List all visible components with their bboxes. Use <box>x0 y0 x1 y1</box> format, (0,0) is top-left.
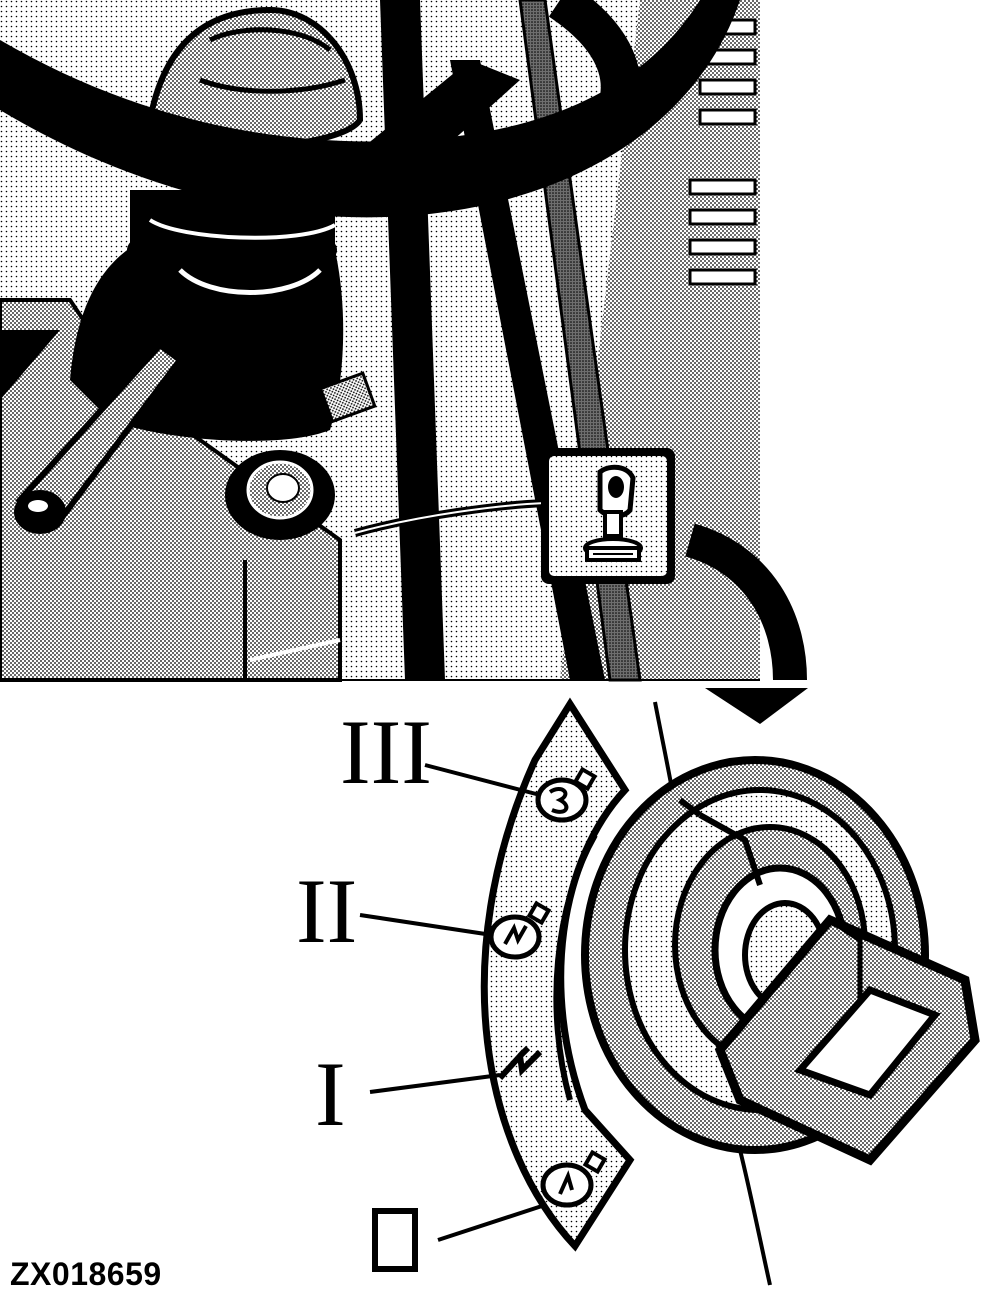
figure-id: ZX018659 <box>10 1256 162 1292</box>
position-label-iii: III <box>340 701 432 803</box>
position-label-off: 0 <box>372 1208 418 1272</box>
off-bulb-icon <box>540 1149 608 1208</box>
detail-arrow <box>705 688 808 724</box>
position-label-ii: II <box>296 860 357 962</box>
column-lever <box>14 340 185 534</box>
steering-column-scene <box>0 0 807 682</box>
start-lightning-bulb-icon <box>488 900 552 960</box>
ignition-switch-detail: III II I 0 <box>296 697 980 1286</box>
ignition-key <box>714 914 980 1166</box>
key-icon <box>583 464 643 562</box>
preheat-coil-icon <box>535 766 598 823</box>
console-ignition-lock <box>225 450 335 540</box>
lightning-icon <box>497 1045 543 1081</box>
key-decal <box>541 448 675 584</box>
vent-slats <box>688 18 757 286</box>
position-label-i: I <box>315 1043 346 1145</box>
